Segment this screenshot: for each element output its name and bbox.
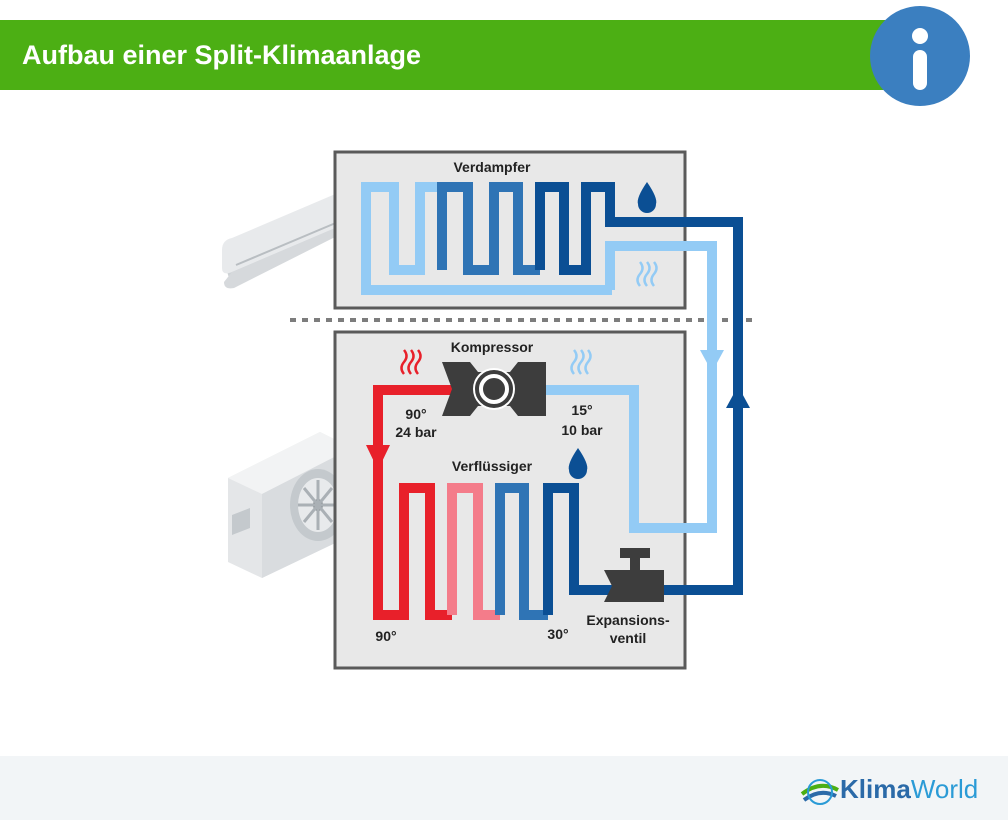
droplet-icon (637, 182, 657, 213)
brand-logo[interactable]: KlimaWorld (800, 770, 1000, 810)
valve-label-line2: ventil (610, 630, 647, 646)
brand-name: KlimaWorld (840, 774, 978, 805)
info-badge (870, 6, 970, 106)
droplet-icon (568, 448, 588, 479)
evaporator-coil (361, 182, 743, 595)
brand-name-part2: World (910, 774, 979, 804)
hot-waves-icon (400, 349, 422, 375)
info-icon (912, 28, 928, 90)
footer (0, 756, 1008, 820)
expansion-valve-symbol (604, 548, 664, 602)
condenser-label: Verflüssiger (452, 458, 533, 474)
cold-pressure-label: 10 bar (561, 422, 603, 438)
header-bar: Aufbau einer Split-Klimaanlage (0, 20, 900, 90)
compressor-label: Kompressor (451, 339, 534, 355)
flow-arrow-down-red (366, 445, 390, 470)
flow-arrow-down-light (700, 350, 724, 372)
outdoor-unit-illustration (228, 432, 352, 578)
condenser-outlet-temperature: 30° (547, 626, 568, 642)
condenser-coil (373, 385, 612, 620)
hot-temperature-label: 90° (405, 406, 426, 422)
ac-diagram: Verdampfer Kompressor 90° 24 bar 15° 10 … (222, 150, 755, 670)
flow-arrow-up-dark (726, 386, 750, 408)
cold-waves-icon (636, 261, 658, 287)
brand-swoosh-icon (800, 779, 839, 805)
valve-label-line1: Expansions- (586, 612, 670, 628)
cold-waves-icon (570, 349, 592, 375)
evaporator-label: Verdampfer (453, 159, 531, 175)
page-title: Aufbau einer Split-Klimaanlage (22, 40, 422, 70)
cold-temperature-label: 15° (571, 402, 592, 418)
hot-pressure-label: 24 bar (395, 424, 437, 440)
brand-name-part1: Klima (840, 774, 911, 804)
indoor-box (333, 150, 687, 310)
condenser-inlet-temperature: 90° (375, 628, 396, 644)
indoor-unit-illustration (222, 191, 350, 289)
compressor-symbol (442, 362, 546, 416)
